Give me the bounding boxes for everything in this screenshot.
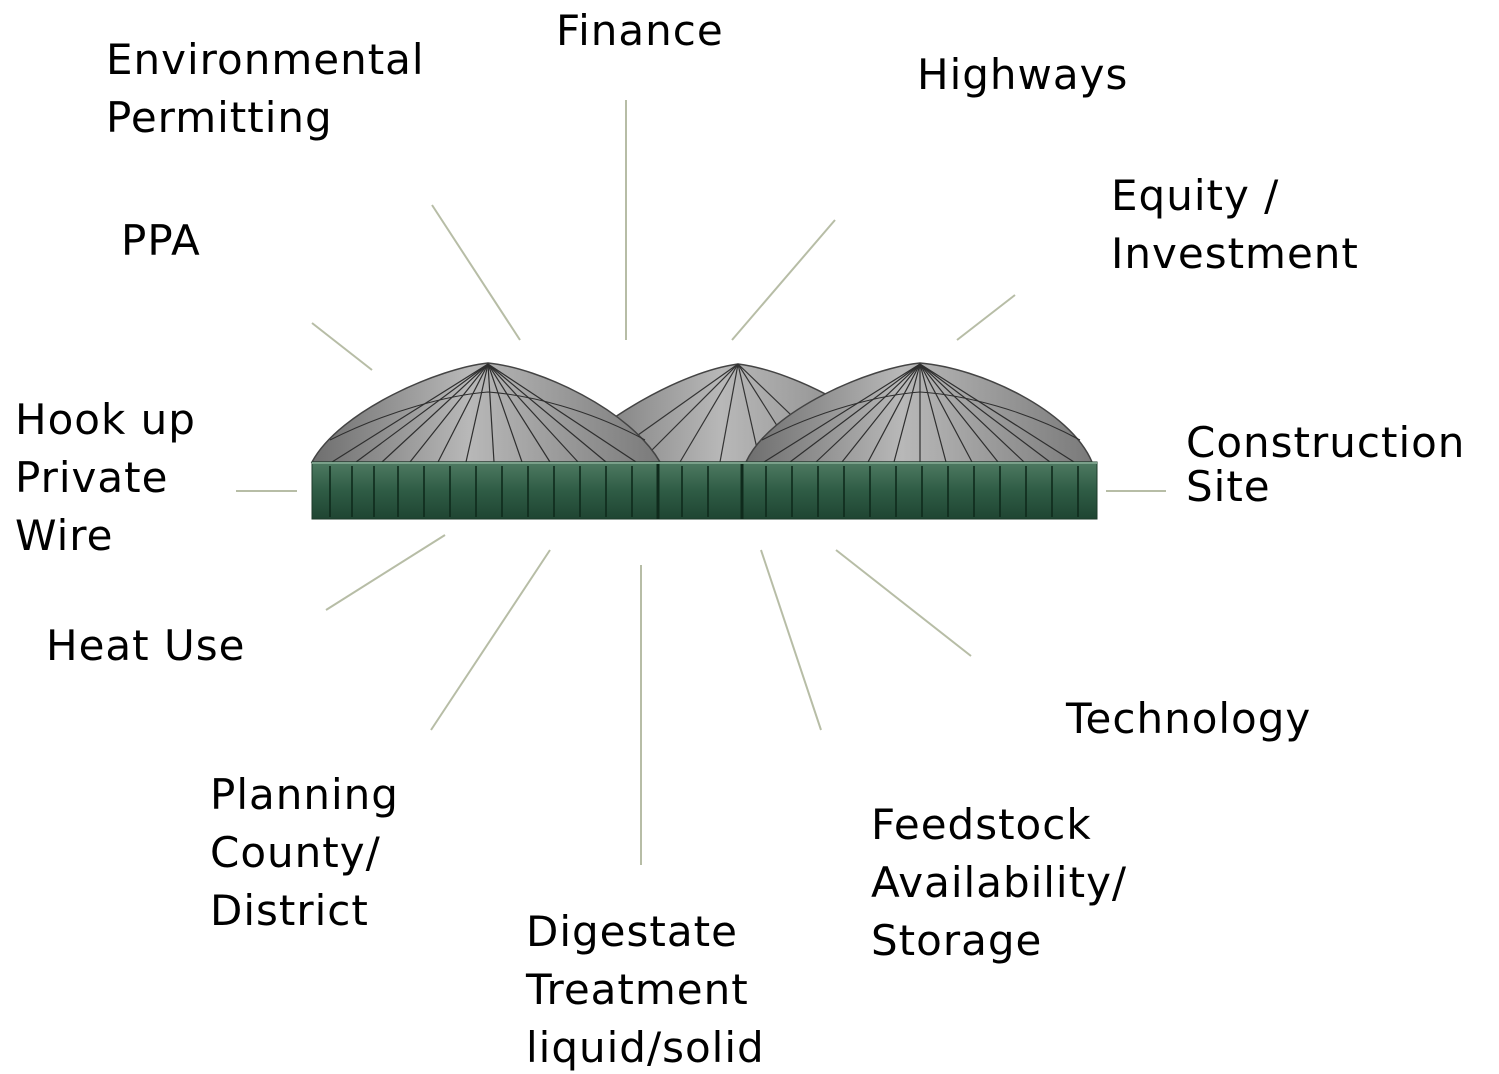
label-feedstock: Feedstock Availability/ Storage: [871, 796, 1127, 970]
label-digestate-line-3: liquid/solid: [526, 1023, 765, 1072]
tank-walls: [311, 461, 1098, 520]
label-technology-line-1: Technology: [1066, 694, 1312, 743]
label-digestate-line-2: Treatment: [526, 965, 749, 1014]
label-highways: Highways: [917, 46, 1128, 104]
label-construction-site-line-2: Site: [1186, 462, 1271, 511]
label-hook-up-line-1: Hook up: [15, 395, 196, 444]
label-feedstock-line-1: Feedstock: [871, 800, 1092, 849]
ray-technology: [835, 549, 972, 657]
label-finance: Finance: [556, 2, 724, 60]
label-planning: Planning County/ District: [210, 766, 399, 940]
label-digestate-line-1: Digestate: [526, 907, 738, 956]
right-dome: [744, 362, 1094, 463]
label-hook-up-line-2: Private: [15, 453, 169, 502]
label-planning-line-3: District: [210, 886, 369, 935]
label-hook-up-line-3: Wire: [15, 511, 114, 560]
label-environmental-permitting-line-2: Permitting: [106, 93, 333, 142]
label-technology: Technology: [1066, 690, 1311, 748]
label-equity-investment-line-1: Equity /: [1111, 171, 1280, 220]
label-equity-investment-line-2: Investment: [1111, 229, 1359, 278]
label-environmental-permitting-line-1: Environmental: [106, 35, 425, 84]
label-heat-use-line-1: Heat Use: [46, 621, 246, 670]
label-equity-investment: Equity / Investment: [1111, 167, 1359, 283]
left-dome: [310, 362, 662, 463]
ray-equity-investment: [956, 294, 1016, 341]
label-heat-use: Heat Use: [46, 617, 245, 675]
ray-environmental-permitting: [431, 204, 521, 341]
ray-ppa: [311, 322, 373, 371]
ray-highways: [731, 219, 836, 341]
label-construction-site: Construction Site: [1186, 421, 1465, 509]
ray-heat-use: [325, 534, 446, 611]
label-planning-line-2: County/: [210, 828, 381, 877]
ray-feedstock: [760, 549, 822, 731]
ray-planning: [430, 549, 551, 731]
label-environmental-permitting: Environmental Permitting: [106, 31, 425, 147]
label-digestate: Digestate Treatment liquid/solid: [526, 903, 765, 1074]
label-ppa-line-1: PPA: [121, 216, 201, 265]
label-construction-site-line-1: Construction: [1186, 418, 1466, 467]
label-planning-line-1: Planning: [210, 770, 399, 819]
label-hook-up-private-wire: Hook up Private Wire: [15, 391, 196, 565]
label-finance-line-1: Finance: [556, 6, 724, 55]
label-highways-line-1: Highways: [917, 50, 1129, 99]
label-ppa: PPA: [121, 212, 201, 270]
label-feedstock-line-2: Availability/: [871, 858, 1128, 907]
label-feedstock-line-3: Storage: [871, 916, 1043, 965]
